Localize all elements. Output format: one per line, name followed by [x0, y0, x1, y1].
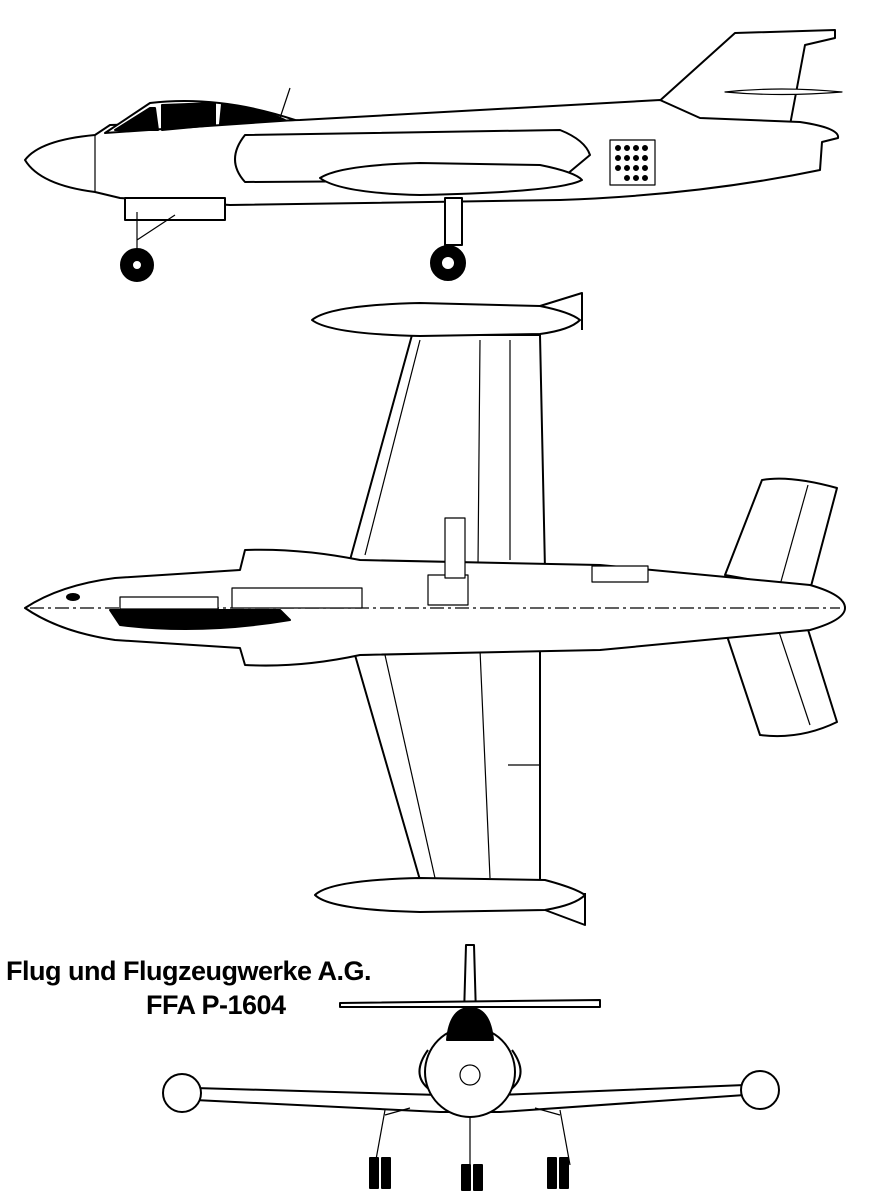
top-htail-lower: [719, 614, 838, 738]
side-horizontal-tail: [724, 88, 843, 96]
side-nose-gear-door: [124, 197, 226, 221]
model-title: FFA P-1604: [146, 990, 286, 1020]
side-tip-tank: [319, 162, 583, 196]
top-view: [24, 292, 846, 926]
manufacturer-title: Flug und Flugzeugwerke A.G.: [6, 956, 372, 986]
side-view: [24, 29, 843, 282]
top-htail-upper: [724, 477, 838, 591]
top-tip-tank-upper: [311, 302, 581, 337]
front-tip-tank-right: [740, 1070, 780, 1110]
side-antenna: [279, 87, 291, 119]
front-view: [162, 944, 780, 1191]
front-canopy: [446, 1007, 494, 1041]
top-tip-tank-lower: [314, 877, 586, 913]
front-horizontal-tail: [339, 999, 601, 1008]
front-tip-tank-left: [162, 1073, 202, 1113]
